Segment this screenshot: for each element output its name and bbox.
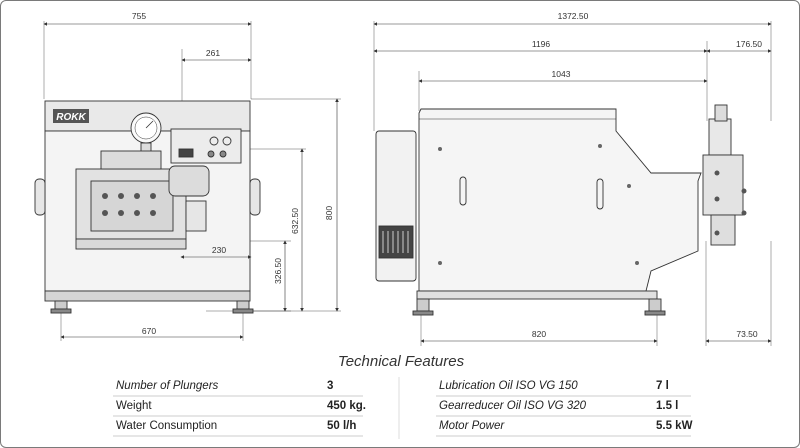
brand-plate [53, 109, 89, 123]
side-dimension-lines [373, 22, 772, 343]
front-view [34, 21, 341, 341]
dim-front-height-3: 326.50 [273, 258, 283, 284]
dim-front-height-2: 632.50 [290, 208, 300, 234]
feature-right-value-2: 5.5 kW [656, 420, 693, 432]
dim-front-width: 755 [132, 11, 146, 21]
side-view [373, 21, 772, 346]
feature-right-value-0: 7 l [656, 380, 669, 392]
feature-left-value-2: 50 l/h [327, 420, 357, 432]
feature-left-value-1: 450 kg. [327, 400, 366, 412]
dim-side-base: 820 [532, 329, 546, 339]
feature-left-label-1: Weight [116, 400, 152, 412]
feature-right-value-1: 1.5 l [656, 400, 679, 412]
dim-side-extra: 176.50 [736, 39, 762, 49]
features-title: Technical Features [337, 353, 465, 370]
dim-side-total: 1372.50 [558, 11, 589, 21]
brand-logo: ROKK [56, 112, 86, 123]
dim-front-base-width: 670 [142, 326, 156, 336]
dim-front-offset: 261 [206, 48, 220, 58]
dim-side-foot: 73.50 [736, 329, 758, 339]
feature-left-label-2: Water Consumption [116, 420, 218, 432]
dim-side-body: 1043 [552, 69, 571, 79]
feature-left-value-0: 3 [327, 380, 334, 392]
feature-right-label-1: Gearreducer Oil ISO VG 320 [439, 400, 587, 412]
dim-front-height: 800 [324, 206, 334, 220]
front-dimension-lines [43, 22, 339, 339]
feature-right-label-0: Lubrication Oil ISO VG 150 [439, 380, 578, 392]
table-rules [113, 377, 691, 439]
feature-right-label-2: Motor Power [439, 420, 505, 432]
feature-left-label-0: Number of Plungers [116, 380, 219, 392]
dim-front-inner: 230 [212, 245, 226, 255]
dim-side-length: 1196 [532, 39, 551, 49]
